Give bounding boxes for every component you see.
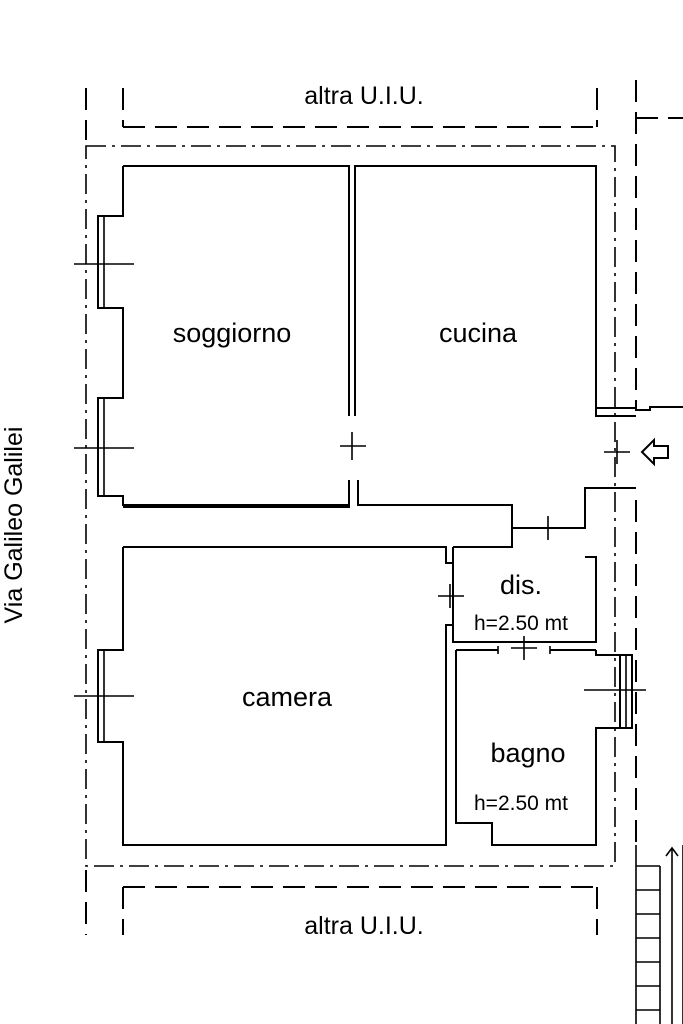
room-label-bedroom: camera — [242, 682, 333, 712]
room-label-living: soggiorno — [173, 318, 292, 348]
room-label-bath: bagno — [490, 738, 565, 768]
doors — [340, 432, 630, 660]
stairs — [635, 845, 683, 1024]
room-label-hall: dis. — [500, 570, 542, 600]
hall-height-label: h=2.50 mt — [474, 612, 568, 635]
street-label: Via Galileo Galilei — [0, 427, 28, 624]
windows — [74, 216, 646, 742]
bath-height-label: h=2.50 mt — [474, 792, 568, 815]
property-boundary — [85, 145, 616, 867]
neighbor-unit-right — [635, 80, 683, 845]
entrance-arrow-icon — [640, 437, 669, 467]
bottom-neighbor-label: altra U.I.U. — [304, 912, 423, 940]
walls — [97, 165, 683, 846]
neighbor-unit-top — [85, 88, 598, 140]
neighbor-unit-bottom — [85, 870, 598, 935]
room-label-kitchen: cucina — [439, 318, 518, 348]
top-neighbor-label: altra U.I.U. — [304, 82, 423, 110]
